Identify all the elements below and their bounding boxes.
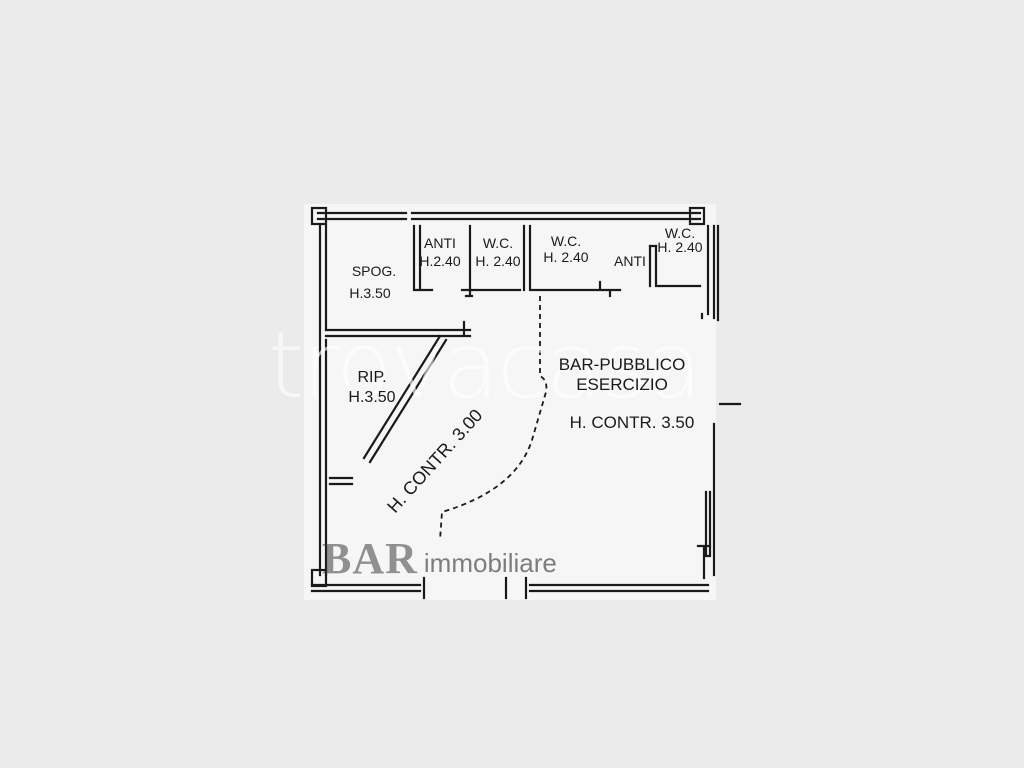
room-anti-2-name: ANTI [614,253,646,269]
room-wc-3-height: H. 2.40 [657,239,703,255]
room-wc-1-height: H. 2.40 [475,253,521,269]
room-spog-name: SPOG. [351,263,397,279]
bottom-wall [310,583,710,593]
bathroom-block [412,224,702,298]
corridor-boundary [439,296,548,541]
room-rip-height: H.3.50 [348,389,396,406]
corner-column [310,568,328,588]
corner-column [688,206,706,226]
room-bar-name-line1: BAR-PUBBLICO [558,355,686,374]
room-rip-name: RIP. [357,369,387,386]
corner-column [310,206,328,226]
room-wc-2-name: W.C. [550,233,582,249]
watermark: trovacasa [268,312,702,419]
entrance [422,576,528,600]
room-anti-1-height: H.2.40 [419,253,461,269]
left-wall [318,224,328,577]
agency-logo: BAR immobiliare [322,534,557,583]
top-wall [316,211,702,221]
room-anti-1-name: ANTI [424,235,456,251]
room-bar-height: H. CONTR. 3.50 [569,413,695,432]
room-wc-2-height: H. 2.40 [543,249,589,265]
room-bar-name-line2: ESERCIZIO [576,375,668,394]
logo-mark: BAR [322,534,418,583]
right-wall [706,224,720,577]
logo-text: immobiliare [423,548,557,578]
room-spog-height: H.3.50 [349,285,391,301]
plan-sheet [304,204,716,600]
room-wc-1-name: W.C. [482,235,514,251]
room-wc-3-name: W.C. [664,225,696,241]
storage-walls [324,320,472,486]
